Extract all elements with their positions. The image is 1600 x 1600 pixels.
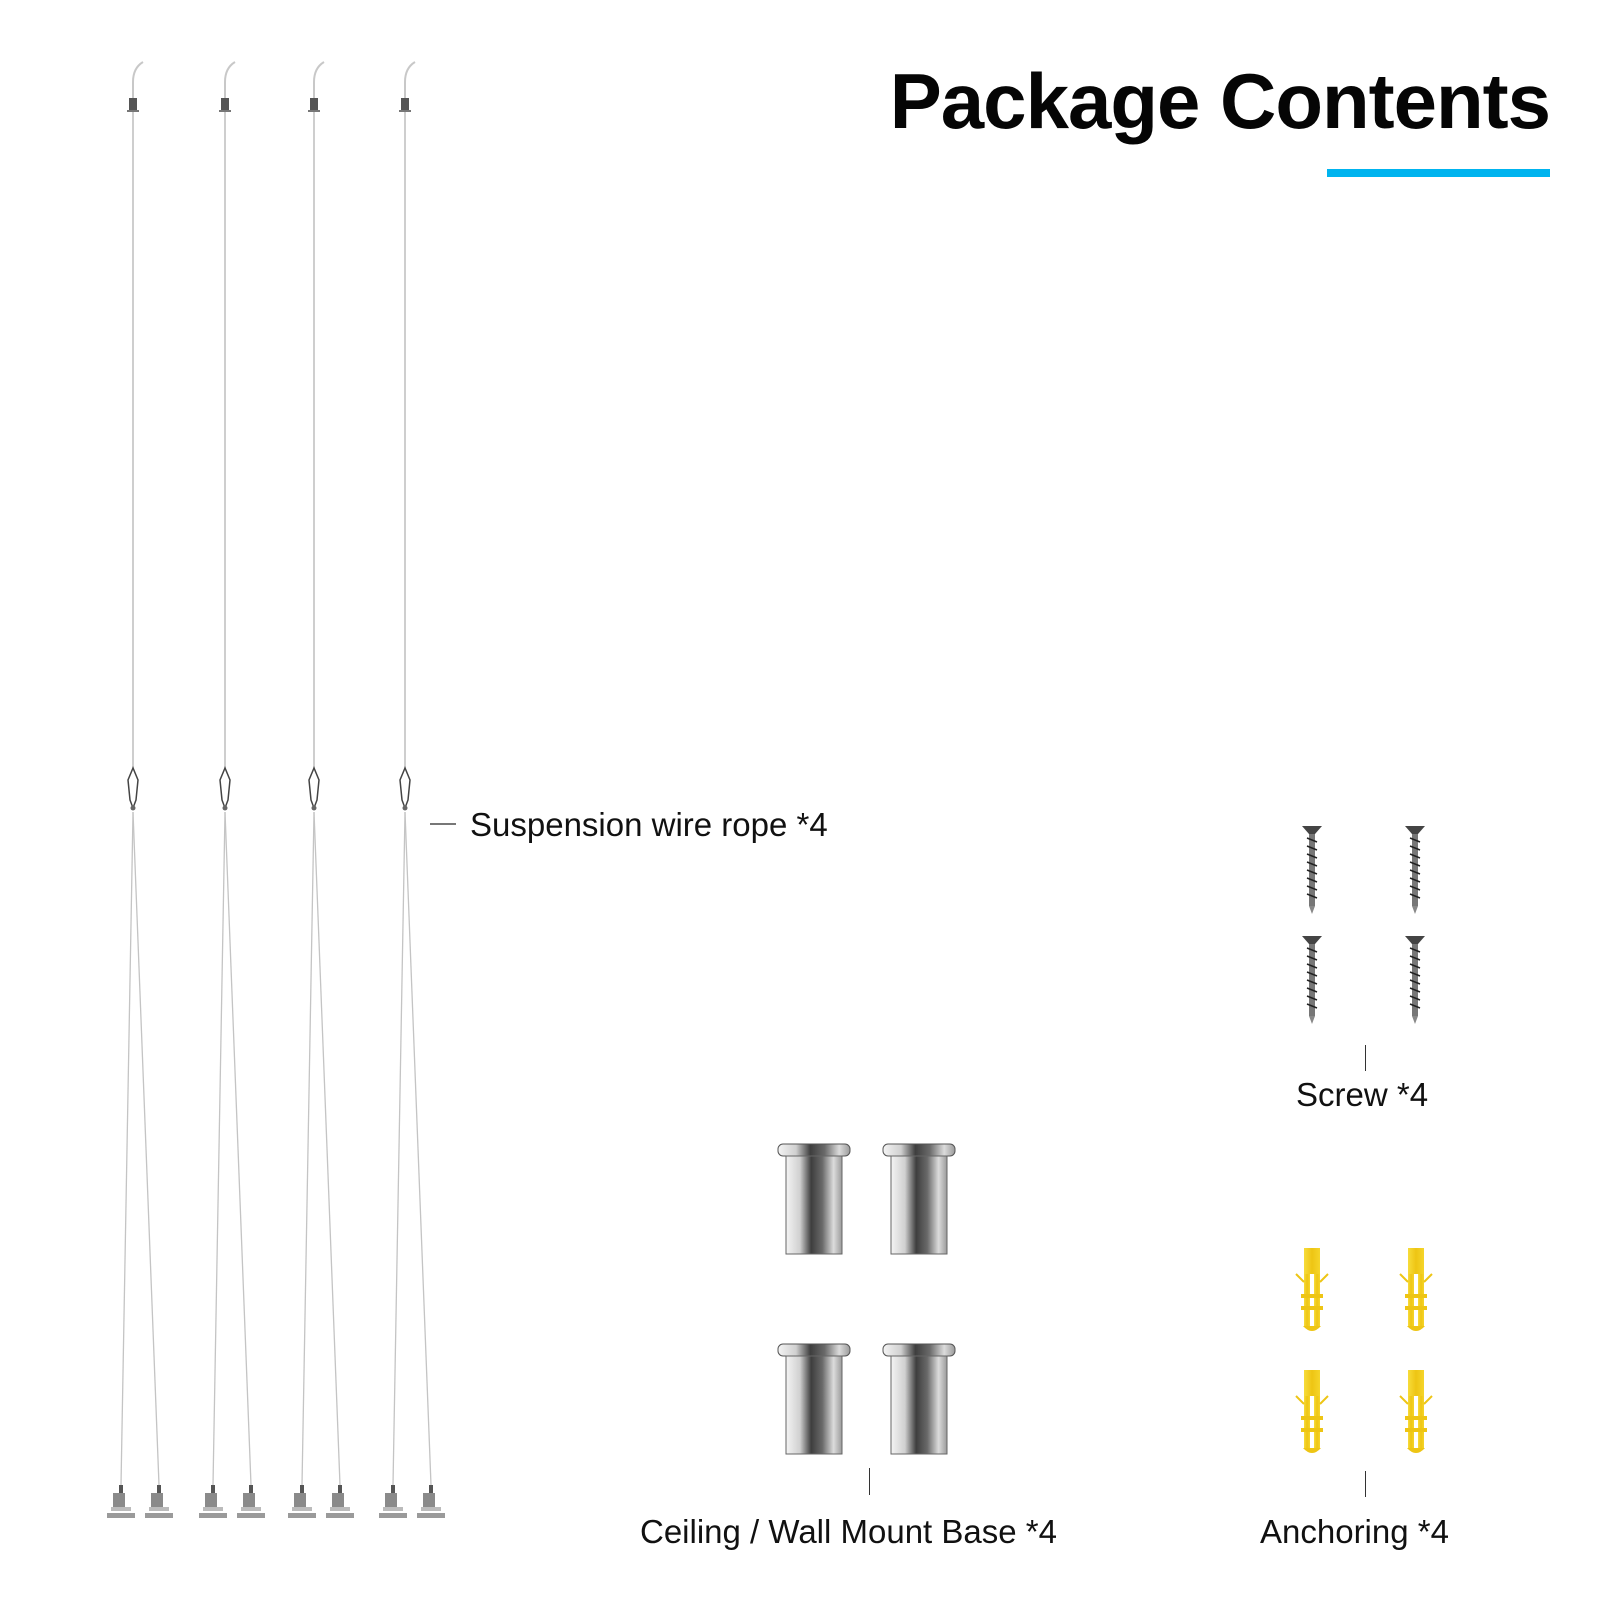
anchoring-label: Anchoring *4 — [1260, 1513, 1449, 1550]
anchor-icon — [1399, 1369, 1433, 1454]
suspension-leader-line — [430, 823, 456, 825]
wire-rope-2 — [198, 61, 266, 1519]
ceiling-wall-mount-base-label: Ceiling / Wall Mount Base *4 — [640, 1513, 1057, 1550]
screw-illustration — [1301, 825, 1426, 1025]
wire-rope-3 — [287, 61, 355, 1519]
mount-base-icon — [882, 1343, 956, 1455]
title-accent-underline — [1327, 169, 1550, 177]
page-title: Package Contents — [889, 57, 1551, 145]
screw-icon — [1301, 825, 1323, 915]
wire-rope-1 — [106, 61, 174, 1519]
wire-rope-4 — [378, 61, 446, 1519]
anchor-icon — [1295, 1247, 1329, 1332]
mount-base-icon — [882, 1143, 956, 1255]
screw-leader-line — [1365, 1045, 1366, 1071]
suspension-wire-rope-label: Suspension wire rope *4 — [470, 806, 828, 843]
mount-base-icon — [777, 1143, 851, 1255]
anchoring-illustration — [1295, 1247, 1433, 1454]
screw-icon — [1404, 935, 1426, 1025]
mount-base-leader-line — [869, 1468, 870, 1495]
screw-label: Screw *4 — [1296, 1076, 1429, 1113]
mount-base-illustration — [777, 1143, 956, 1455]
screw-icon — [1404, 825, 1426, 915]
anchoring-leader-line — [1365, 1471, 1366, 1497]
screw-icon — [1301, 935, 1323, 1025]
mount-base-icon — [777, 1343, 851, 1455]
anchor-icon — [1295, 1369, 1329, 1454]
anchor-icon — [1399, 1247, 1433, 1332]
